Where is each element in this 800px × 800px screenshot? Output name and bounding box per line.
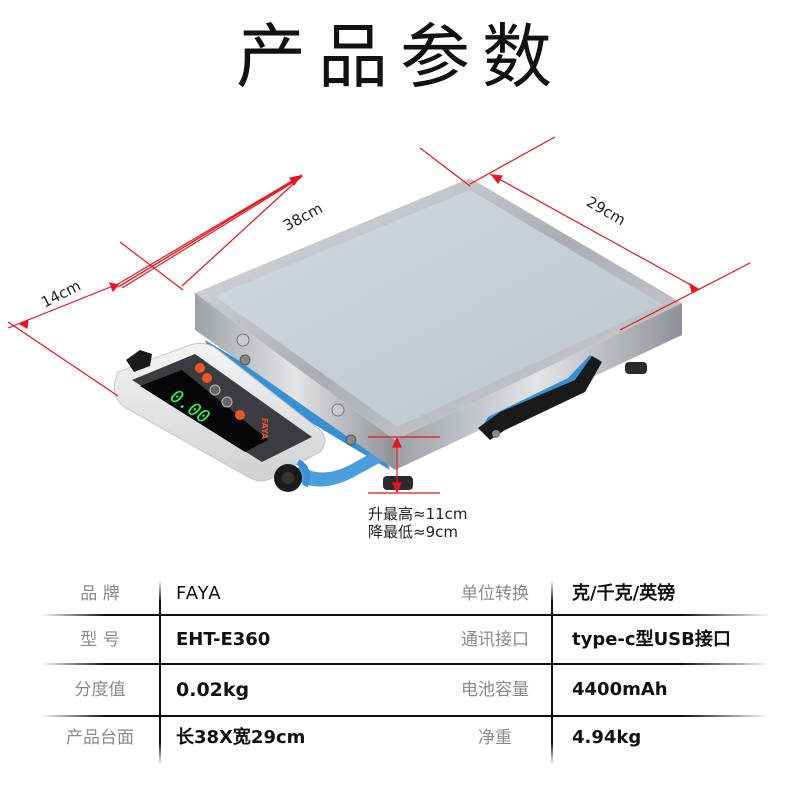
spec-value-interface: type-c型USB接口 bbox=[572, 629, 731, 650]
spec-value-unit-conversion: 克/千克/英镑 bbox=[572, 583, 676, 604]
spec-value-net-weight: 4.94kg bbox=[572, 727, 642, 748]
spec-value-battery: 4400mAh bbox=[572, 679, 668, 700]
spec-label-unit-conversion: 单位转换 bbox=[461, 584, 529, 604]
spec-label-division: 分度值 bbox=[74, 680, 126, 700]
row-divider bbox=[40, 614, 770, 616]
spec-label-platform-size: 产品台面 bbox=[66, 728, 134, 748]
spec-label-net-weight: 净重 bbox=[478, 728, 512, 748]
column-divider bbox=[159, 580, 161, 765]
max-height-text: 升最高≈11cm bbox=[368, 505, 468, 523]
column-divider bbox=[551, 580, 553, 765]
row-divider bbox=[40, 663, 770, 665]
spec-table: 品 牌 FAYA 单位转换 克/千克/英镑 型 号 EHT-E360 通讯接口 … bbox=[0, 570, 800, 770]
spec-label-battery: 电池容量 bbox=[461, 680, 529, 700]
spec-value-division: 0.02kg bbox=[176, 679, 250, 701]
spec-label-brand: 品 牌 bbox=[80, 584, 120, 604]
spec-value-brand: FAYA bbox=[176, 583, 222, 604]
spec-value-model: EHT-E360 bbox=[176, 629, 271, 650]
svg-text:FAYA: FAYA bbox=[260, 418, 269, 440]
product-image: 0.00 FAYA bbox=[0, 130, 800, 550]
min-height-text: 降最低≈9cm bbox=[368, 523, 458, 541]
spec-value-platform-size: 长38X宽29cm bbox=[176, 727, 306, 748]
page-title: 产品参数 bbox=[236, 16, 564, 98]
spec-label-model: 型 号 bbox=[80, 630, 120, 650]
height-adjustment-note: 升最高≈11cm 降最低≈9cm bbox=[368, 505, 468, 541]
spec-label-interface: 通讯接口 bbox=[461, 630, 529, 650]
row-divider bbox=[40, 715, 770, 717]
